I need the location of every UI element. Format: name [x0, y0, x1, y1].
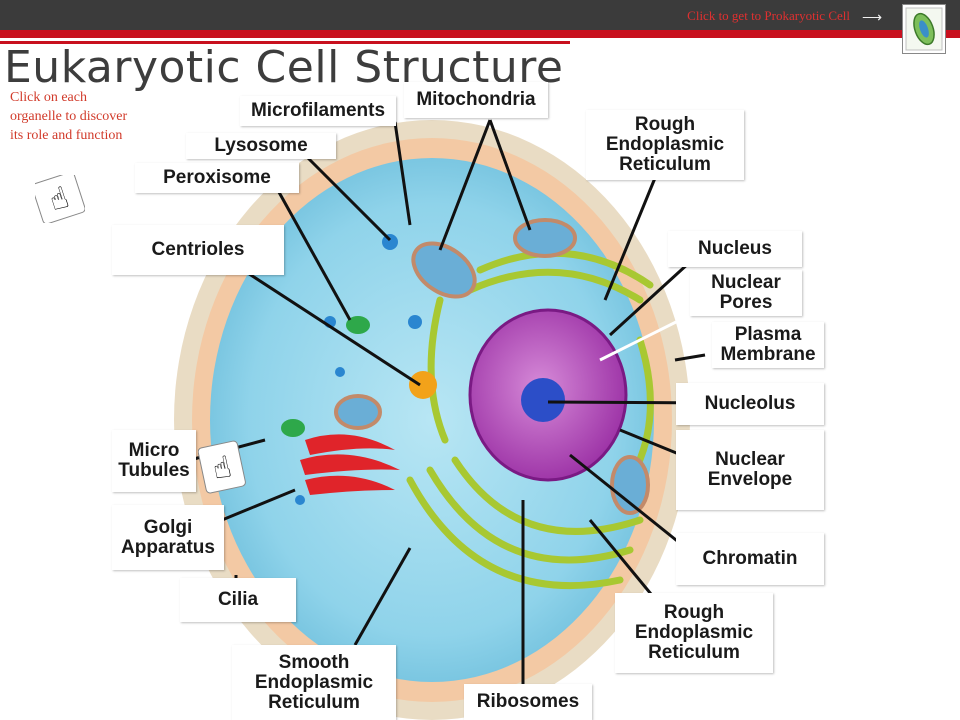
centriole-shape [409, 371, 437, 399]
label-cilia[interactable]: Cilia [180, 578, 296, 622]
label-smooth-er[interactable]: Smooth Endoplasmic Reticulum [232, 645, 396, 720]
er-network [406, 249, 654, 590]
pointing-hand-icon: ☝ [31, 171, 86, 228]
nucleolus-shape [521, 378, 565, 422]
label-micro-tubules[interactable]: Micro Tubules [112, 430, 196, 492]
arrow-right-icon[interactable]: ⟶ [862, 9, 883, 25]
micro-tubules-hand-icon[interactable]: ☝ [197, 440, 248, 501]
label-microfilaments[interactable]: Microfilaments [240, 96, 396, 126]
label-nuclear-envelope[interactable]: Nuclear Envelope [676, 430, 824, 510]
golgi-shape [300, 434, 400, 495]
label-rough-er-bottom[interactable]: Rough Endoplasmic Reticulum [615, 593, 773, 673]
header-bar [0, 0, 960, 30]
mitochondria-shapes [334, 218, 650, 515]
label-chromatin[interactable]: Chromatin [676, 533, 824, 585]
label-ribosomes[interactable]: Ribosomes [464, 684, 592, 720]
prokaryotic-cell-thumbnail[interactable] [902, 4, 946, 54]
header-accent-bar [0, 30, 960, 38]
label-nucleolus[interactable]: Nucleolus [676, 383, 824, 425]
label-golgi-apparatus[interactable]: Golgi Apparatus [112, 505, 224, 570]
label-nuclear-pores[interactable]: Nuclear Pores [690, 270, 802, 316]
label-mitochondria[interactable]: Mitochondria [404, 82, 548, 118]
cytoplasm [210, 158, 654, 682]
label-nucleus[interactable]: Nucleus [668, 231, 802, 267]
instruction-text: Click on each organelle to discover its … [10, 90, 128, 143]
label-lysosome[interactable]: Lysosome [186, 133, 336, 159]
prokaryotic-cell-link[interactable]: Click to get to Prokaryotic Cell [687, 8, 850, 23]
label-centrioles[interactable]: Centrioles [112, 225, 284, 275]
label-plasma-membrane[interactable]: Plasma Membrane [712, 322, 824, 368]
title-underline [0, 41, 570, 44]
label-peroxisome[interactable]: Peroxisome [135, 163, 299, 193]
label-rough-er-top[interactable]: Rough Endoplasmic Reticulum [586, 110, 744, 180]
